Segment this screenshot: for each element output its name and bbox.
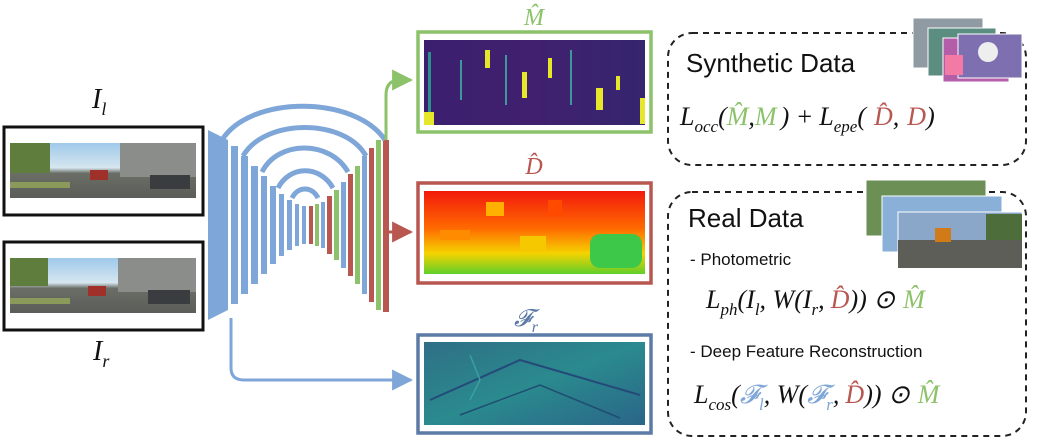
real-title: Real Data (688, 203, 804, 233)
deep-feature-equation: Lcos(𝓕l, W(𝓕r,D̂)) ⊙M̂ (693, 380, 941, 414)
real-thumbnails (865, 179, 1023, 269)
occlusion-label: M̂ (523, 4, 546, 31)
synthetic-title: Synthetic Data (686, 48, 856, 78)
skip-connections (219, 103, 388, 200)
left-input-image (2, 125, 205, 217)
encoder (208, 130, 306, 320)
left-image-label: Il (91, 84, 106, 119)
real-panel (667, 191, 1027, 437)
photometric-label: - Photometric (690, 250, 792, 269)
feature-label: 𝓕r (514, 306, 540, 336)
synthetic-loss-equation: Locc(M̂,M) +Lepe(D̂,D) (679, 102, 935, 136)
synthetic-panel (667, 32, 1027, 166)
right-image-label: Ir (92, 336, 110, 371)
photometric-equation: Lph(Il, W(Ir,D̂)) ⊙M̂ (705, 285, 926, 319)
decoder (309, 140, 389, 312)
deep-feature-label: - Deep Feature Reconstruction (690, 342, 922, 361)
disparity-label: D̂ (524, 153, 542, 180)
disparity-map (416, 181, 653, 285)
arrow-to-occlusion (384, 69, 414, 140)
right-input-image (2, 240, 205, 332)
synthetic-thumbnails (912, 17, 1023, 83)
arrow-to-features (229, 318, 414, 391)
feature-map (416, 333, 653, 435)
occlusion-map (416, 30, 653, 134)
